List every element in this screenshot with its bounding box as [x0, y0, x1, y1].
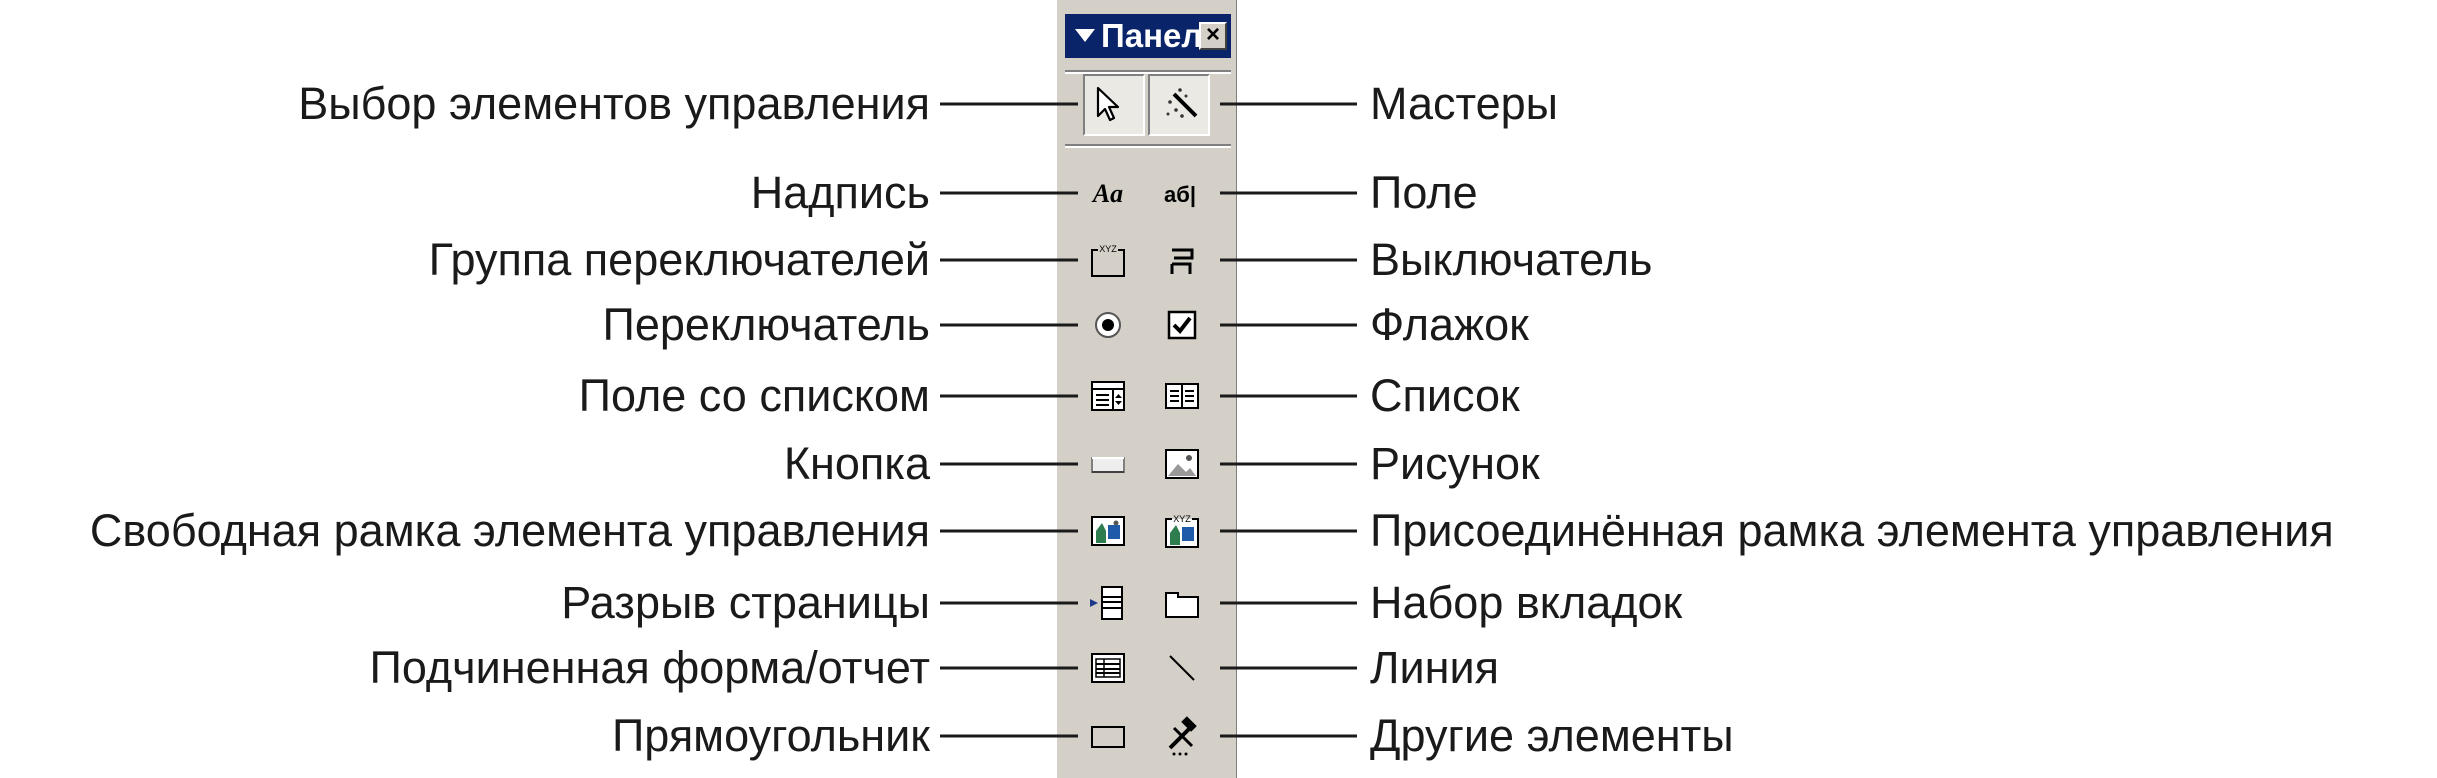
bound-object-frame-icon[interactable]: XYZ — [1160, 509, 1204, 553]
callout-line — [940, 601, 1078, 605]
callout-line — [1220, 258, 1357, 262]
label-left: Разрыв страницы — [561, 577, 930, 628]
option-button-icon[interactable] — [1086, 303, 1130, 347]
option-group-icon[interactable]: XYZ — [1086, 238, 1130, 282]
check-box-icon[interactable] — [1160, 303, 1204, 347]
callout-line — [940, 394, 1078, 398]
svg-text:XYZ: XYZ — [1173, 514, 1191, 524]
toolbar-separator — [1065, 144, 1231, 148]
toolbar-separator — [1065, 70, 1231, 74]
callout-line — [940, 258, 1078, 262]
combo-box-icon[interactable] — [1086, 374, 1130, 418]
label-right: Другие элементы — [1370, 710, 1734, 761]
label-left: Кнопка — [783, 438, 930, 489]
callout-line — [1220, 323, 1357, 327]
callout-line — [1220, 102, 1357, 106]
label-right: Поле — [1370, 167, 1478, 218]
callout-line — [1220, 734, 1357, 738]
tab-control-icon[interactable] — [1160, 581, 1204, 625]
text-box-icon[interactable]: аб| — [1160, 171, 1204, 215]
callout-line — [940, 666, 1078, 670]
label-right: Выключатель — [1370, 234, 1653, 285]
label-right: Флажок — [1370, 299, 1529, 350]
svg-text:Aa: Aa — [1091, 179, 1123, 208]
callout-line — [1220, 529, 1357, 533]
label-right: Рисунок — [1370, 438, 1540, 489]
callout-line — [940, 734, 1078, 738]
label-left: Поле со списком — [578, 370, 930, 421]
callout-line — [940, 323, 1078, 327]
line-icon[interactable] — [1160, 646, 1204, 690]
svg-text:аб|: аб| — [1164, 182, 1196, 207]
label-right: Линия — [1370, 642, 1500, 693]
callout-line — [940, 462, 1078, 466]
subform-icon[interactable] — [1086, 646, 1130, 690]
label-left: Надпись — [750, 167, 930, 218]
command-button-icon[interactable] — [1086, 442, 1130, 486]
label-icon[interactable]: Aa — [1086, 171, 1130, 215]
page-break-icon[interactable] — [1086, 581, 1130, 625]
label-right: Набор вкладок — [1370, 577, 1683, 628]
label-left: Подчиненная форма/отчет — [369, 642, 930, 693]
callout-line — [940, 102, 1078, 106]
label-right: Список — [1370, 370, 1520, 421]
callout-line — [1220, 191, 1357, 195]
control-wizards-button[interactable] — [1148, 74, 1210, 136]
callout-line — [940, 529, 1078, 533]
list-box-icon[interactable] — [1160, 374, 1204, 418]
toolbox-title-bar[interactable]: Панель элементов × — [1065, 14, 1231, 58]
close-icon[interactable]: × — [1199, 22, 1227, 50]
svg-text:XYZ: XYZ — [1099, 244, 1117, 254]
label-right: Мастеры — [1370, 78, 1559, 129]
toggle-button-icon[interactable] — [1160, 238, 1204, 282]
label-left: Группа переключателей — [428, 234, 930, 285]
more-controls-icon[interactable] — [1160, 714, 1204, 758]
wizard-icon[interactable] — [1160, 82, 1204, 126]
label-left: Прямоугольник — [611, 710, 930, 761]
toolbox-panel: Панель элементов × — [1056, 0, 1237, 778]
callout-line — [1220, 601, 1357, 605]
pointer-icon[interactable] — [1086, 82, 1130, 126]
label-left: Выбор элементов управления — [298, 78, 930, 129]
image-icon[interactable] — [1160, 442, 1204, 486]
callout-line — [940, 191, 1078, 195]
callout-line — [1220, 462, 1357, 466]
label-left: Свободная рамка элемента управления — [89, 505, 930, 556]
unbound-object-frame-icon[interactable] — [1086, 509, 1130, 553]
label-right: Присоединённая рамка элемента управления — [1370, 505, 2334, 556]
callout-line — [1220, 394, 1357, 398]
callout-line — [1220, 666, 1357, 670]
label-left: Переключатель — [602, 299, 930, 350]
dropdown-triangle-icon[interactable] — [1075, 29, 1095, 42]
rectangle-icon[interactable] — [1086, 714, 1130, 758]
